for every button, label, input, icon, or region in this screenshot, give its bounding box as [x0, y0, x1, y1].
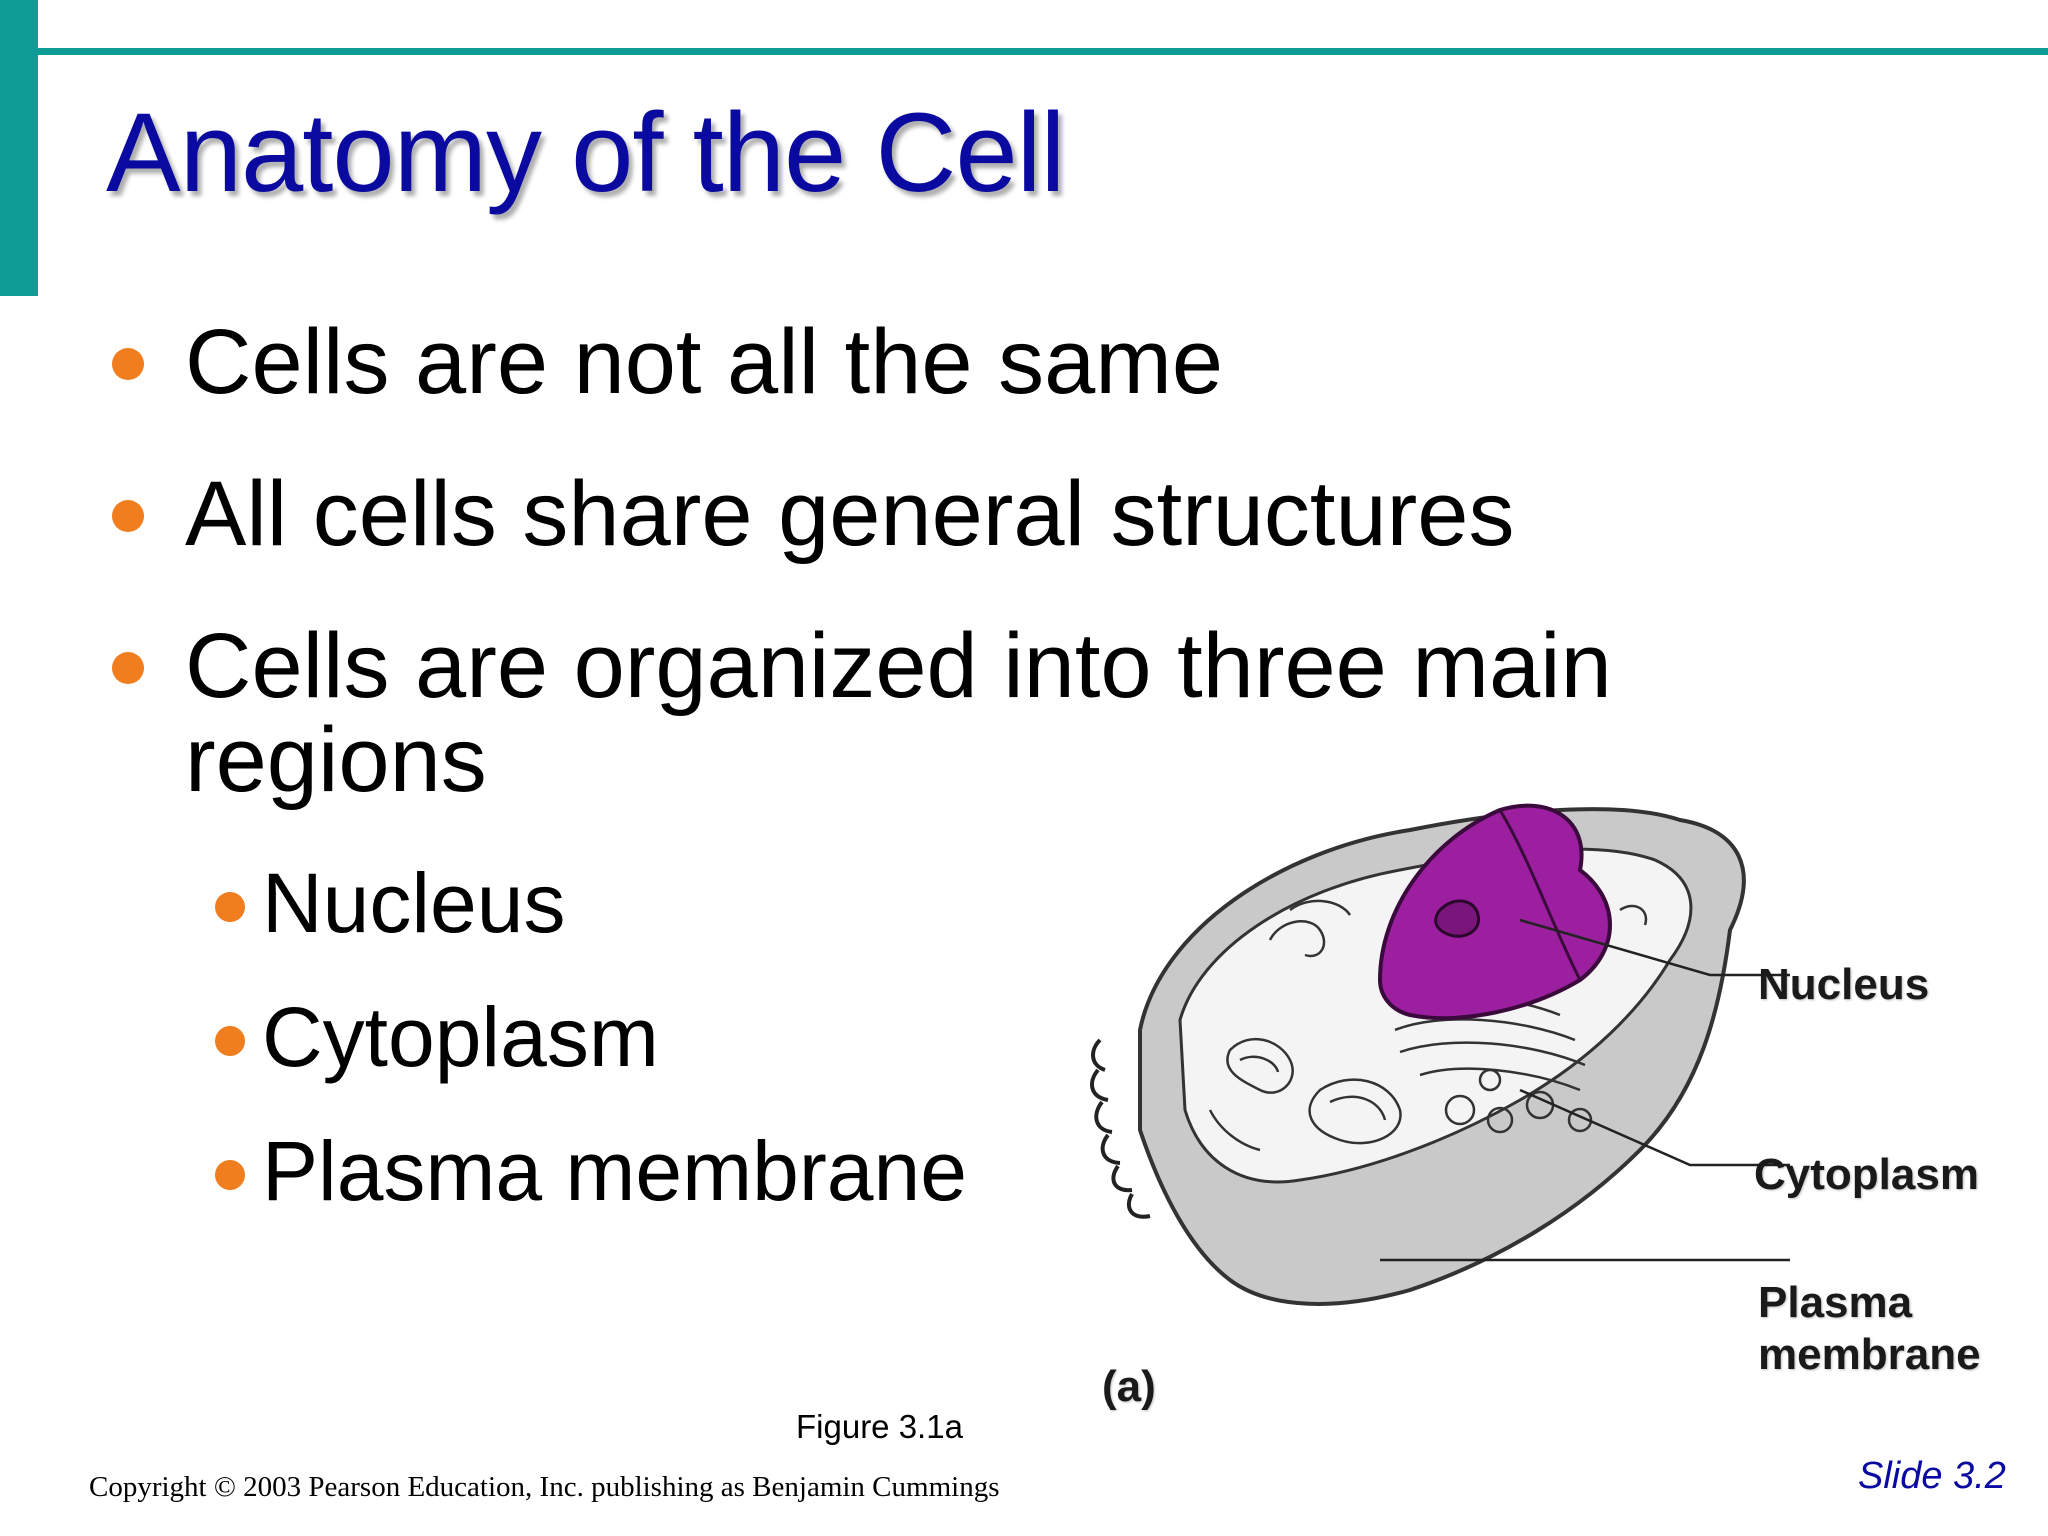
- accent-bar-horizontal: [38, 48, 2048, 55]
- microvilli: [1090, 1038, 1151, 1219]
- slide-title: Anatomy of the Cell: [106, 90, 1065, 215]
- figure-panel-label: (a): [1102, 1362, 1156, 1411]
- accent-bar-vertical: [0, 0, 38, 296]
- sub-bullet-nucleus: Nucleus: [262, 856, 566, 950]
- figure-label-cytoplasm: Cytoplasm: [1754, 1150, 1979, 1199]
- bullet-item-continuation: regions: [185, 709, 487, 811]
- cell-diagram: [1090, 803, 1790, 1306]
- sub-bullet-cytoplasm: Cytoplasm: [262, 990, 659, 1084]
- copyright-notice: Copyright © 2003 Pearson Education, Inc.…: [89, 1471, 1000, 1503]
- sub-bullet-dot: [215, 1160, 245, 1190]
- bullet-dot: [112, 500, 144, 532]
- nucleus-shape: [1377, 803, 1612, 1021]
- sub-bullet-dot: [215, 892, 245, 922]
- figure-label-nucleus: Nucleus: [1758, 960, 1930, 1009]
- bullet-dot: [112, 348, 144, 380]
- bullet-item: Cells are organized into three main: [185, 615, 1612, 717]
- sub-bullet-plasma-membrane: Plasma membrane: [262, 1124, 967, 1218]
- figure-caption: Figure 3.1a: [796, 1408, 963, 1445]
- slide-number: Slide 3.2: [1858, 1455, 2006, 1497]
- figure-label-plasma: Plasma: [1758, 1278, 1913, 1327]
- bullet-item: Cells are not all the same: [185, 311, 1224, 413]
- leader-lines: [1380, 918, 1790, 1262]
- bullet-dot: [112, 652, 144, 684]
- bullet-item: All cells share general structures: [185, 463, 1515, 565]
- figure-label-membrane: membrane: [1758, 1330, 1981, 1379]
- sub-bullet-dot: [215, 1026, 245, 1056]
